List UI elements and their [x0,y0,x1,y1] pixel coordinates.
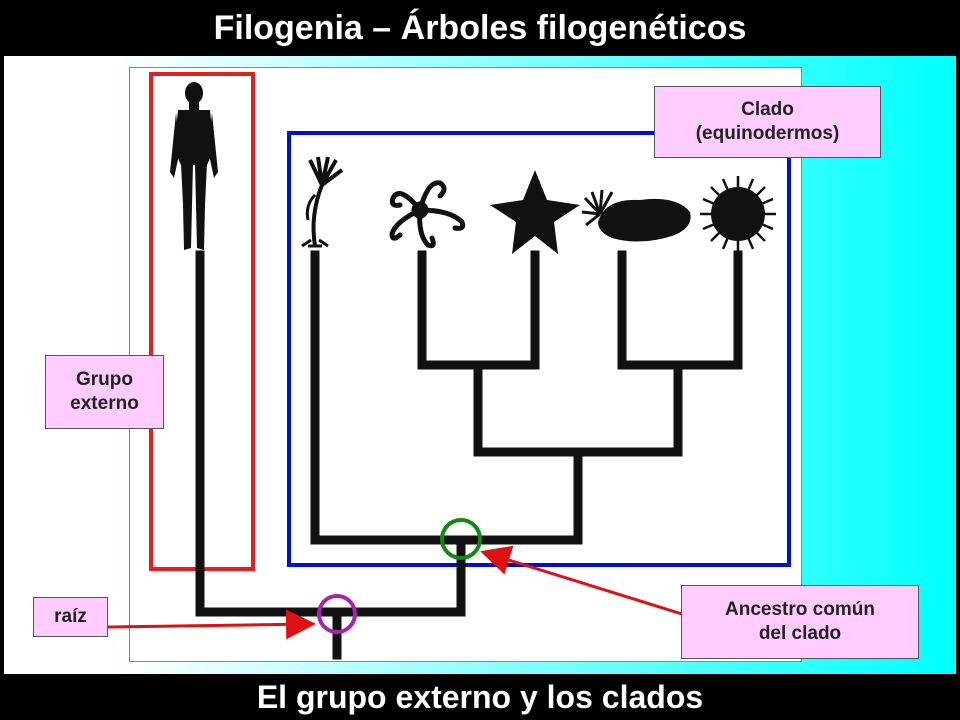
outgroup-label-line1: Grupo [76,369,133,391]
clade-label: Clado (equinodermos) [654,86,881,158]
ancestor-arrow [480,545,683,616]
human-silhouette [170,82,218,250]
clade-label-line1: Clado [741,99,794,121]
outgroup-label-line2: externo [70,393,139,414]
clade-label-line2: (equinodermos) [695,123,840,144]
starfish-silhouette [490,170,580,254]
root-label-text: raíz [54,606,87,628]
slide-footer: El grupo externo y los clados [256,678,704,715]
ancestor-label: Ancestro común del clado [681,585,919,659]
sea-lily-silhouette [301,156,344,248]
brittle-star-silhouette [389,180,466,249]
sea-cucumber-silhouette [581,189,691,242]
root-arrow [107,609,316,640]
tree-branches [195,250,743,660]
root-marker [317,594,357,634]
ancestor-label-line1: Ancestro común [725,599,875,621]
slide-title: Filogenia – Árboles filogenéticos [213,8,747,47]
clade-box [287,131,791,567]
ancestor-label-line2: del clado [758,623,842,644]
sea-urchin-silhouette [700,176,776,252]
common-ancestor-marker [440,518,482,560]
outgroup-label: Grupo externo [45,355,164,429]
root-label: raíz [33,597,108,637]
